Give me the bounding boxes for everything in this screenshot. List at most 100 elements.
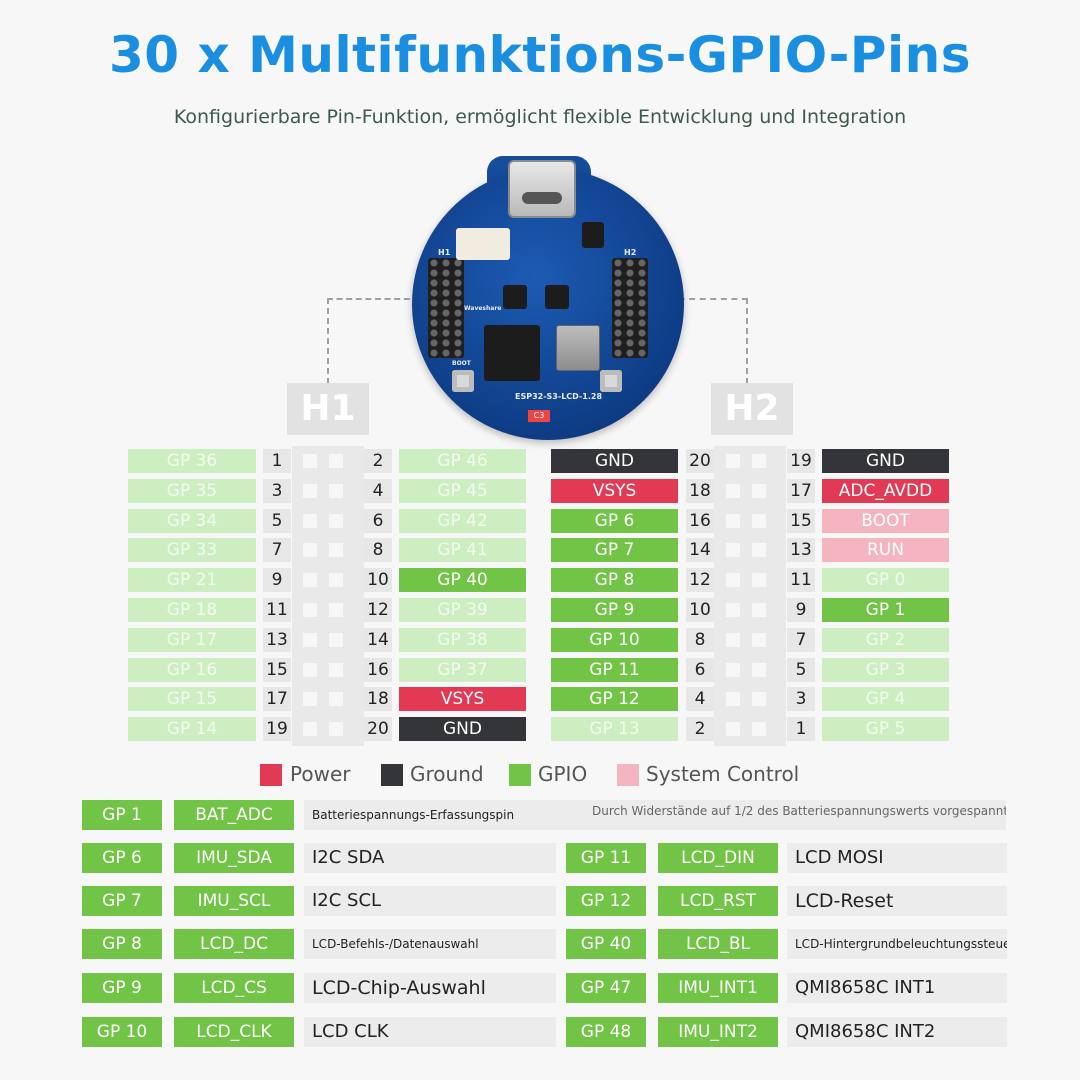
- function-name: IMU_SDA: [174, 843, 294, 873]
- h2-pin-number-left: 12: [686, 568, 714, 592]
- h1-pin-label-right: GP 45: [399, 479, 526, 503]
- h2-pin-label-right: GP 2: [822, 628, 949, 652]
- h1-pin-label-right: GND: [399, 717, 526, 741]
- h1-pin-label-left: GP 16: [128, 658, 256, 682]
- function-name: LCD_DC: [174, 929, 294, 959]
- function-desc-text: Batteriespannungs-Erfassungspin: [312, 808, 515, 822]
- legend-system-control-label: System Control: [646, 762, 800, 786]
- page-subtitle: Konfigurierbare Pin-Funktion, ermöglicht…: [173, 106, 907, 128]
- legend-ground-swatch: [381, 764, 403, 786]
- h1-pin-label-left: GP 36: [128, 449, 256, 473]
- h2-label: H2: [711, 383, 793, 435]
- h1-header-strip: [428, 258, 464, 358]
- function-name: LCD_CS: [174, 973, 294, 1003]
- board-silk-boot: BOOT: [452, 360, 471, 367]
- function-desc-note: Durch Widerstände auf 1/2 des Batteriesp…: [592, 804, 1006, 818]
- h2-pin-number-right: 3: [787, 687, 815, 711]
- h2-connector-body: [714, 446, 786, 746]
- h1-pin-label-right: GP 41: [399, 538, 526, 562]
- h2-pin-number-left: 8: [686, 628, 714, 652]
- flash-chip: [556, 325, 600, 371]
- h1-pin-number-right: 16: [364, 658, 392, 682]
- h1-pin-label-left: GP 18: [128, 598, 256, 622]
- h1-connector-pin: [329, 663, 343, 677]
- h1-connector-pin: [329, 633, 343, 647]
- h1-pin-number-right: 12: [364, 598, 392, 622]
- h2-pin-number-right: 17: [787, 479, 815, 503]
- h1-pin-number-right: 4: [364, 479, 392, 503]
- h2-pin-label-left: GP 10: [551, 628, 678, 652]
- h2-pin-label-left: GP 13: [551, 717, 678, 741]
- h1-connector-pin: [303, 573, 317, 587]
- function-desc: QMI8658C INT2: [787, 1017, 1007, 1047]
- h1-pin-number-left: 11: [263, 598, 291, 622]
- h2-pin-number-right: 1: [787, 717, 815, 741]
- h2-pin-label-left: GP 11: [551, 658, 678, 682]
- function-desc: I2C SCL: [304, 886, 556, 916]
- h2-pin-label-left: GP 12: [551, 687, 678, 711]
- h1-pin-label-left: GP 17: [128, 628, 256, 652]
- h1-connector-line: [327, 298, 429, 384]
- h1-connector-pin: [303, 603, 317, 617]
- function-desc: LCD-Chip-Auswahl: [304, 973, 556, 1003]
- h2-pin-label-right: GND: [822, 449, 949, 473]
- function-pin: GP 1: [82, 800, 162, 830]
- h2-pin-number-left: 6: [686, 658, 714, 682]
- h1-pin-label-left: GP 35: [128, 479, 256, 503]
- h1-pin-number-right: 10: [364, 568, 392, 592]
- h2-pin-number-left: 10: [686, 598, 714, 622]
- h1-pin-number-left: 9: [263, 568, 291, 592]
- legend-system-control-swatch: [617, 764, 639, 786]
- h2-pin-label-left: GP 9: [551, 598, 678, 622]
- h2-connector-pin: [726, 692, 740, 706]
- h1-pin-label-left: GP 34: [128, 509, 256, 533]
- h1-pin-label-left: GP 15: [128, 687, 256, 711]
- h1-pin-number-left: 5: [263, 509, 291, 533]
- h1-connector-pin: [329, 454, 343, 468]
- h2-connector-pin: [752, 573, 766, 587]
- h1-pin-label-left: GP 33: [128, 538, 256, 562]
- h2-connector-pin: [726, 633, 740, 647]
- function-desc: I2C SDA: [304, 843, 556, 873]
- h1-connector-pin: [303, 633, 317, 647]
- h1-connector-pin: [303, 454, 317, 468]
- h2-connector-pin: [726, 514, 740, 528]
- function-pin: GP 11: [566, 843, 646, 873]
- h2-pin-number-right: 11: [787, 568, 815, 592]
- function-pin: GP 47: [566, 973, 646, 1003]
- h2-pin-label-left: GP 7: [551, 538, 678, 562]
- board-silk-h1: H1: [438, 248, 451, 257]
- h1-pin-number-left: 7: [263, 538, 291, 562]
- board-silk-brand: Waveshare: [464, 305, 502, 312]
- h1-connector-pin: [329, 543, 343, 557]
- board-silk-c3: C3: [528, 410, 550, 422]
- function-desc: LCD MOSI: [787, 843, 1007, 873]
- function-desc: QMI8658C INT1: [787, 973, 1007, 1003]
- h1-pin-label-left: GP 14: [128, 717, 256, 741]
- h2-header-strip: [612, 258, 648, 358]
- h2-pin-number-right: 7: [787, 628, 815, 652]
- ic-chip-small: [503, 285, 527, 309]
- h2-connector-pin: [752, 514, 766, 528]
- h2-connector-pin: [752, 543, 766, 557]
- function-pin: GP 40: [566, 929, 646, 959]
- h2-pin-label-right: GP 3: [822, 658, 949, 682]
- legend-gpio-swatch: [509, 764, 531, 786]
- h1-connector-pin: [329, 484, 343, 498]
- function-name: LCD_BL: [658, 929, 778, 959]
- h1-pin-label-right: GP 39: [399, 598, 526, 622]
- h2-connector-pin: [752, 663, 766, 677]
- ic-chip-small: [545, 285, 569, 309]
- h2-pin-label-left: VSYS: [551, 479, 678, 503]
- h1-connector-pin: [303, 663, 317, 677]
- h1-pin-label-right: GP 42: [399, 509, 526, 533]
- h2-connector-pin: [726, 454, 740, 468]
- h2-connector-pin: [726, 543, 740, 557]
- h2-pin-label-right: GP 4: [822, 687, 949, 711]
- h2-connector-pin: [726, 722, 740, 736]
- h1-pin-number-left: 3: [263, 479, 291, 503]
- h2-pin-label-right: RUN: [822, 538, 949, 562]
- h1-pin-number-left: 17: [263, 687, 291, 711]
- h1-pin-number-right: 6: [364, 509, 392, 533]
- h1-connector-pin: [303, 514, 317, 528]
